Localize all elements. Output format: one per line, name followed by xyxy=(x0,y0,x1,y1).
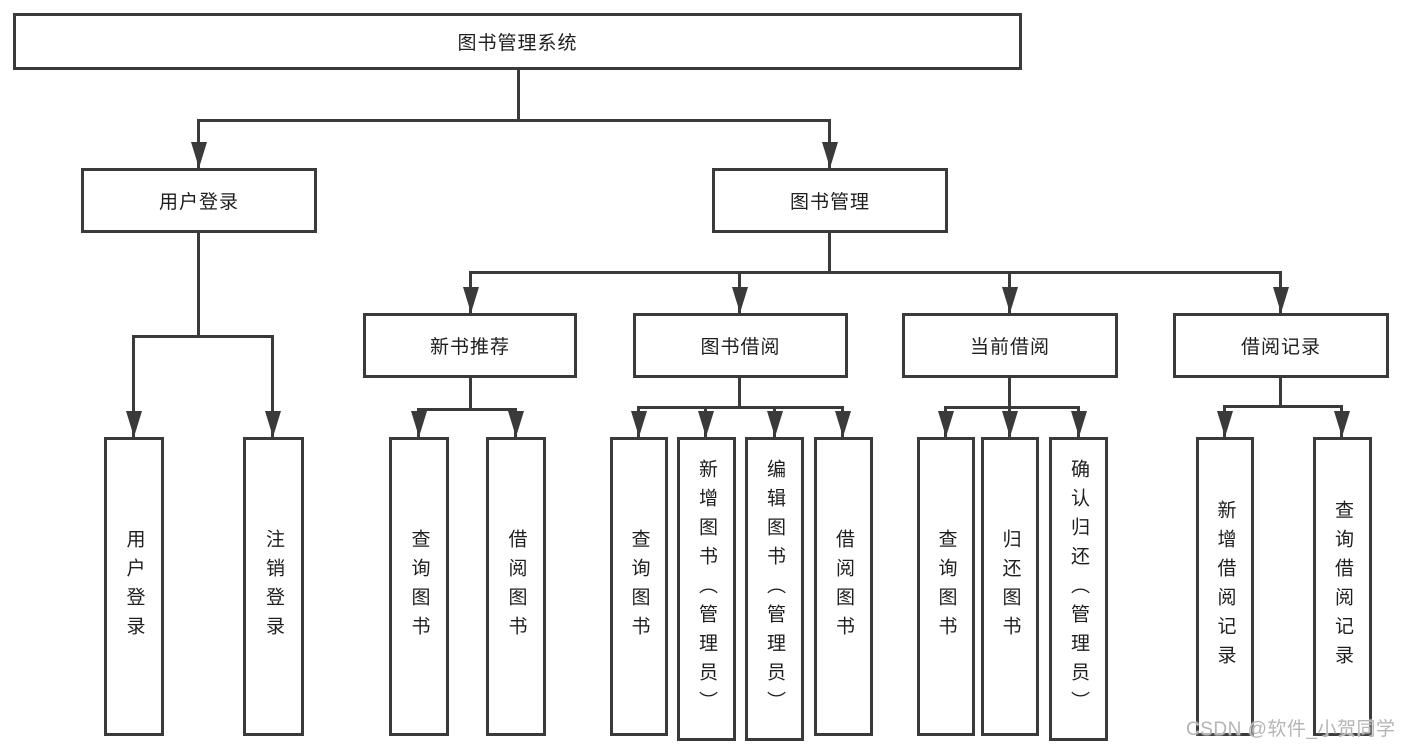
arrowhead-down-icon xyxy=(835,411,851,437)
leaf-edit-books-admin: 编辑图书（管理员） xyxy=(745,437,804,741)
arrowhead-down-icon xyxy=(698,411,714,437)
connector-hline xyxy=(417,408,517,411)
node-new-book-recommendation-label: 新书推荐 xyxy=(429,337,510,358)
node-book-management: 图书管理 xyxy=(712,168,948,233)
arrowhead-down-icon xyxy=(1273,287,1289,313)
leaf-borrow-books-recommend: 借阅图书 xyxy=(486,437,546,736)
node-book-management-label: 图书管理 xyxy=(789,192,870,213)
node-borrowing-records-label: 借阅记录 xyxy=(1240,337,1321,358)
arrowhead-down-icon xyxy=(411,411,427,437)
leaf-label: 确认归还（管理员） xyxy=(1068,458,1089,720)
leaf-label: 借阅图书 xyxy=(505,528,527,645)
leaf-label: 查询借阅记录 xyxy=(1332,499,1353,674)
leaf-label: 注销登录 xyxy=(263,528,284,645)
connector-vline xyxy=(197,233,200,338)
leaf-user-login: 用户登录 xyxy=(104,437,164,736)
arrowhead-down-icon xyxy=(1217,411,1233,437)
leaf-query-borrow-record: 查询借阅记录 xyxy=(1313,437,1372,736)
leaf-return-books: 归还图书 xyxy=(981,437,1039,736)
arrowhead-down-icon xyxy=(631,411,647,437)
leaf-add-books-admin: 新增图书（管理员） xyxy=(677,437,736,741)
connector-vline xyxy=(828,233,831,274)
leaf-label: 查询图书 xyxy=(935,528,957,645)
arrowhead-down-icon xyxy=(126,411,142,437)
arrowhead-down-icon xyxy=(767,411,783,437)
arrowhead-down-icon xyxy=(822,142,838,168)
leaf-query-books-recommend: 查询图书 xyxy=(389,437,449,736)
node-root: 图书管理系统 xyxy=(13,13,1022,70)
arrowhead-down-icon xyxy=(508,411,524,437)
leaf-label: 新增借阅记录 xyxy=(1214,499,1236,674)
node-user-login: 用户登录 xyxy=(81,168,317,233)
connector-hline xyxy=(132,335,274,338)
leaf-confirm-return-admin: 确认归还（管理员） xyxy=(1049,437,1108,741)
node-book-borrowing-label: 图书借阅 xyxy=(700,337,781,358)
leaf-label: 用户登录 xyxy=(123,528,145,645)
leaf-label: 新增图书（管理员） xyxy=(696,458,717,720)
leaf-query-books-current: 查询图书 xyxy=(917,437,975,736)
connector-hline xyxy=(1223,405,1343,408)
watermark: CSDN @软件_小贺同学 xyxy=(1186,719,1396,740)
node-book-borrowing: 图书借阅 xyxy=(633,313,848,378)
leaf-add-borrow-record: 新增借阅记录 xyxy=(1196,437,1254,736)
leaf-label: 查询图书 xyxy=(408,528,430,645)
node-root-label: 图书管理系统 xyxy=(457,33,578,54)
connector-vline xyxy=(738,378,741,409)
connector-vline xyxy=(132,335,135,437)
leaf-label: 借阅图书 xyxy=(833,528,854,645)
leaf-logout: 注销登录 xyxy=(243,437,304,736)
connector-vline xyxy=(271,335,274,437)
leaf-label: 归还图书 xyxy=(999,528,1021,645)
leaf-label: 查询图书 xyxy=(628,528,650,645)
connector-hline xyxy=(197,119,831,122)
leaf-label: 编辑图书（管理员） xyxy=(764,458,785,720)
connector-vline xyxy=(1279,378,1282,408)
connector-vline xyxy=(517,70,520,121)
connector-hline xyxy=(637,406,844,409)
leaf-query-books-borrow: 查询图书 xyxy=(610,437,668,736)
node-current-borrowing-label: 当前借阅 xyxy=(969,337,1050,358)
node-current-borrowing: 当前借阅 xyxy=(902,313,1118,378)
leaf-borrow-books: 借阅图书 xyxy=(814,437,873,736)
arrowhead-down-icon xyxy=(1002,287,1018,313)
arrowhead-down-icon xyxy=(1334,411,1350,437)
arrowhead-down-icon xyxy=(732,287,748,313)
arrowhead-down-icon xyxy=(1071,411,1087,437)
connector-vline xyxy=(469,378,472,411)
connector-hline xyxy=(469,271,1282,274)
arrowhead-down-icon xyxy=(938,411,954,437)
arrowhead-down-icon xyxy=(265,411,281,437)
arrowhead-down-icon xyxy=(1002,411,1018,437)
arrowhead-down-icon xyxy=(191,142,207,168)
connector-hline xyxy=(944,406,1080,409)
arrowhead-down-icon xyxy=(463,287,479,313)
node-borrowing-records: 借阅记录 xyxy=(1173,313,1389,378)
node-new-book-recommendation: 新书推荐 xyxy=(363,313,577,378)
connector-vline xyxy=(1008,378,1011,409)
node-user-login-label: 用户登录 xyxy=(158,192,239,213)
